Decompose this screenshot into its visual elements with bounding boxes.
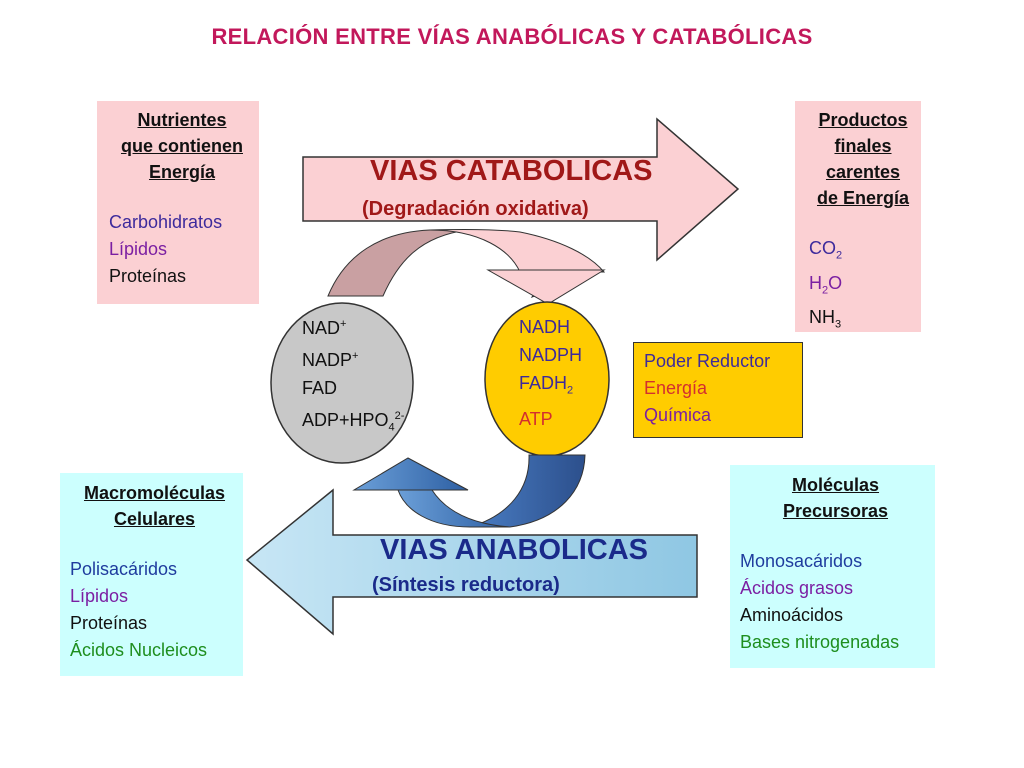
oxidized-cofactors-list: NAD+ NADP+ FAD ADP+HPO42- <box>302 310 404 442</box>
cycle-arc-bottom-right <box>469 454 586 528</box>
nutrients-box: Nutrientes que contienen Energía Carbohi… <box>97 101 259 304</box>
oxidized-cofactors-circle <box>270 302 414 464</box>
list-item: FAD <box>302 378 338 398</box>
reduced-cofactors-list: NADH NADPH FADH2 ATP <box>519 313 582 433</box>
list-item: NADPH <box>519 345 583 365</box>
anabolic-subtitle: (Síntesis reductora) <box>372 574 560 596</box>
list-item: Carbohidratos <box>109 212 223 232</box>
list-item: Proteínas <box>70 613 148 633</box>
reducing-power-box: Poder Reductor Energía Química <box>633 342 803 438</box>
precursor-molecules-heading: Moléculas Precursoras <box>782 475 889 521</box>
catabolic-title: VIAS CATABOLICAS <box>370 155 653 187</box>
anabolic-arrow <box>245 488 698 636</box>
cycle-arrowhead-bottom <box>352 457 469 491</box>
list-item: NH3 <box>809 307 842 331</box>
list-item: Lípidos <box>109 239 168 259</box>
anabolic-title: VIAS ANABOLICAS <box>380 534 648 566</box>
cycle-arc-top-left <box>327 229 469 297</box>
list-item: ATP <box>519 408 553 429</box>
list-item: Aminoácidos <box>740 605 844 625</box>
final-products-heading: Productos finales carentes de Energía <box>816 110 910 208</box>
list-item: NADP+ <box>302 350 359 370</box>
final-products-box: Productos finales carentes de Energía CO… <box>795 101 921 332</box>
list-item: Ácidos Nucleicos <box>70 640 208 660</box>
list-item: Monosacáridos <box>740 551 863 571</box>
list-item: H2O <box>809 272 843 297</box>
list-item: Lípidos <box>70 586 129 606</box>
list-item: Bases nitrogenadas <box>740 632 900 652</box>
list-item: ADP+HPO42- <box>302 410 405 434</box>
list-item: CO2 <box>809 238 843 262</box>
list-item: Proteínas <box>109 266 187 286</box>
macromolecules-box: Macromoléculas Celulares Polisacáridos L… <box>60 473 243 676</box>
list-item: Energía <box>644 378 708 398</box>
list-item: Ácidos grasos <box>740 578 854 598</box>
page-title: RELACIÓN ENTRE VÍAS ANABÓLICAS Y CATABÓL… <box>211 24 813 49</box>
list-item: FADH2 <box>519 373 574 397</box>
macromolecules-heading: Macromoléculas Celulares <box>83 483 226 529</box>
cycle-arrowhead-top <box>486 269 606 305</box>
precursor-molecules-box: Moléculas Precursoras Monosacáridos Ácid… <box>730 465 935 668</box>
catabolic-arrow <box>302 117 740 262</box>
nutrients-heading: Nutrientes que contienen Energía <box>120 110 243 182</box>
list-item: Poder Reductor <box>644 351 771 371</box>
catabolic-subtitle: (Degradación oxidativa) <box>362 198 589 220</box>
list-item: Polisacáridos <box>70 559 178 579</box>
list-item: NADH <box>519 317 571 337</box>
list-item: Química <box>644 405 712 425</box>
list-item: NAD+ <box>302 318 347 338</box>
